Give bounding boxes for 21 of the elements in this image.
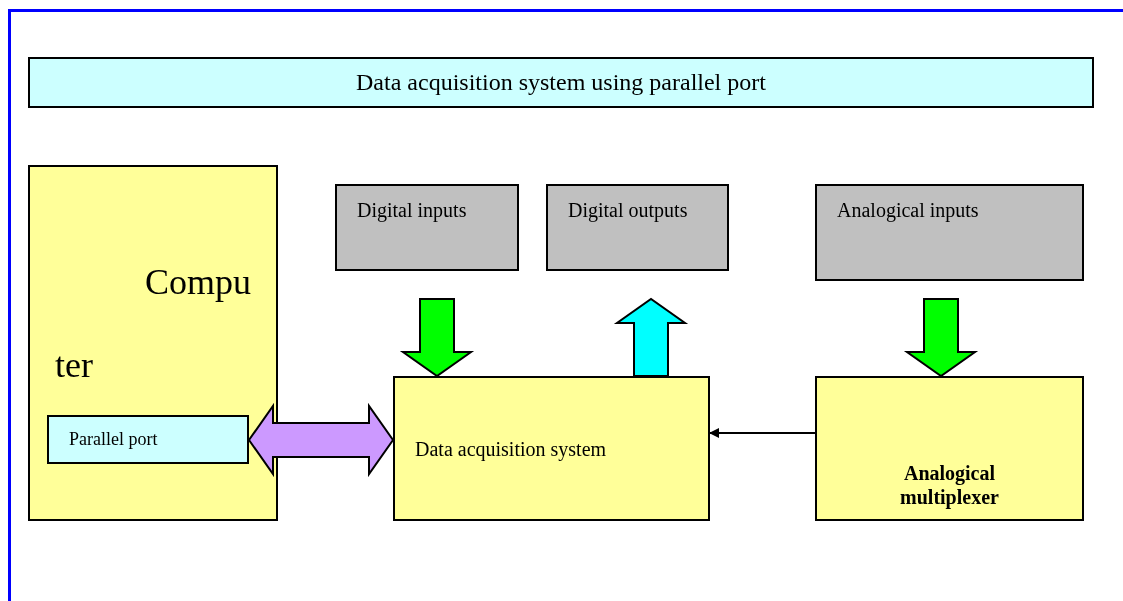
block-arrow xyxy=(247,402,395,478)
block-arrow xyxy=(399,298,475,378)
io-box xyxy=(335,184,519,271)
block-arrow xyxy=(903,298,979,378)
multiplexer-box xyxy=(815,376,1084,521)
io-box xyxy=(815,184,1084,281)
title-box xyxy=(28,57,1094,108)
node-label: Digital outputs xyxy=(568,198,689,222)
node-label: Analogical multiplexer xyxy=(899,461,1000,509)
system-box xyxy=(393,376,710,521)
node-label: Data acquisition system xyxy=(415,436,608,461)
arrow xyxy=(709,428,816,438)
node-label: Parallel port xyxy=(69,428,159,451)
node-label: Compu ter xyxy=(55,261,252,387)
port-box xyxy=(47,415,249,464)
computer-box xyxy=(28,165,278,521)
node-label: Analogical inputs xyxy=(837,198,980,222)
node-label: Digital inputs xyxy=(357,198,468,222)
io-box xyxy=(546,184,729,271)
block-arrow xyxy=(613,297,689,377)
node-label: Data acquisition system using parallel port xyxy=(355,68,767,97)
